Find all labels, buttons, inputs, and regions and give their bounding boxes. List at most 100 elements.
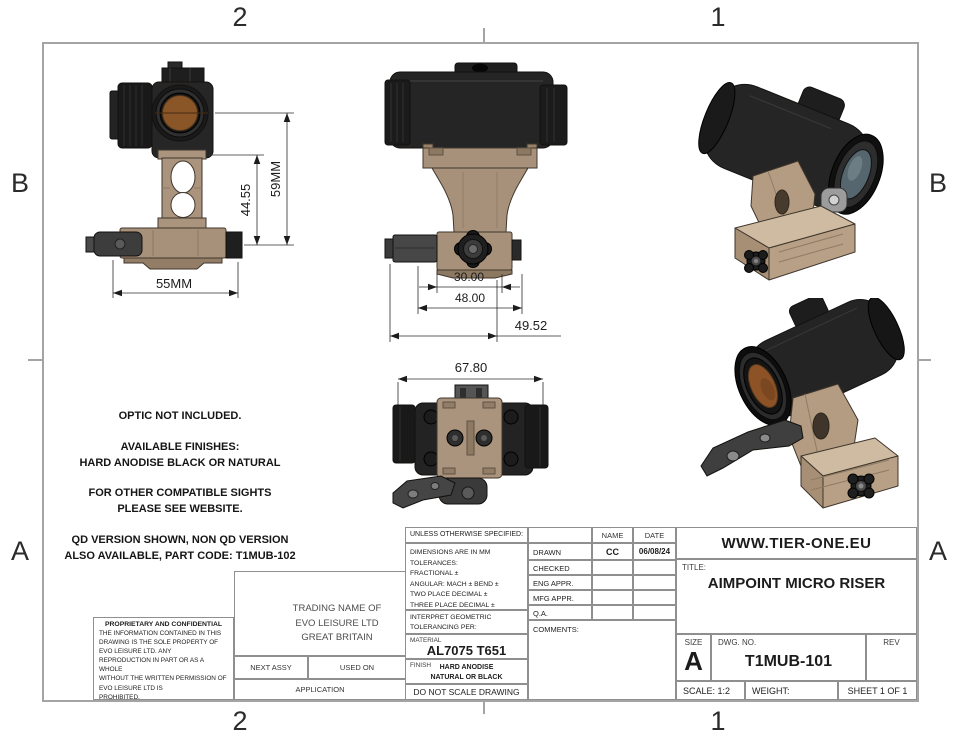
dwg-no-cell: DWG. NO. T1MUB-101	[711, 634, 866, 681]
drawing-border-frame	[42, 42, 919, 702]
side-knob-stack	[117, 82, 153, 149]
svg-text:55MM: 55MM	[156, 276, 192, 291]
dim-side-inner-height: 44.55	[208, 154, 264, 246]
approval-header-name: NAME	[592, 527, 633, 543]
rev-cell: REV	[866, 634, 917, 681]
approval-header-blank	[528, 527, 592, 543]
tolerances-cell: DIMENSIONS ARE IN MM TOLERANCES: FRACTIO…	[405, 543, 528, 610]
size-label: SIZE	[684, 638, 703, 647]
approval-row-mfg-label: MFG APPR.	[528, 590, 592, 605]
approval-row-mfg-date	[633, 590, 676, 605]
title-label: TITLE:	[682, 563, 707, 572]
isometric-front-view-drawing	[700, 298, 905, 509]
dim-front-rail-width: 30.00	[419, 270, 520, 293]
svg-text:48.00: 48.00	[455, 291, 485, 305]
note-qd-version-2: ALSO AVAILABLE, PART CODE: T1MUB-102	[64, 550, 296, 562]
unless-otherwise-header: UNLESS OTHERWISE SPECIFIED:	[405, 527, 528, 543]
top-mount-plate	[436, 397, 503, 479]
note-qd-version-1: QD VERSION SHOWN, NON QD VERSION	[71, 534, 289, 546]
zone-label-top-1: 1	[710, 2, 726, 32]
sheet-cell: SHEET 1 OF 1	[838, 681, 917, 700]
approval-row-checked-name	[592, 560, 633, 575]
iso2-sight-tube	[734, 298, 905, 426]
iso1-front-cap	[698, 82, 736, 155]
note-compatible-1: FOR OTHER COMPATIBLE SIGHTS	[88, 487, 272, 499]
side-view-drawing: 44.55 59MM 55MM	[85, 61, 294, 298]
application-cell: APPLICATION	[234, 679, 406, 700]
rev-label: REV	[883, 638, 900, 647]
trading-name-cell: TRADING NAME OF EVO LEISURE LTD GREAT BR…	[234, 571, 406, 656]
next-assy-cell: NEXT ASSY	[234, 656, 308, 679]
zone-tick-right	[917, 359, 931, 361]
proprietary-body: THE INFORMATION CONTAINED IN THIS DRAWIN…	[99, 630, 227, 701]
front-clamp-knob	[454, 230, 492, 268]
dim-side-overall-height: 59MM	[215, 112, 294, 246]
tolerance-line: THREE PLACE DECIMAL ±	[410, 601, 495, 609]
svg-text:49.52: 49.52	[515, 318, 548, 333]
svg-text:59MM: 59MM	[268, 161, 283, 197]
front-view-drawing: 30.00 48.00 49.52	[384, 62, 568, 342]
approval-row-eng-label: ENG APPR.	[528, 575, 592, 590]
front-riser	[422, 143, 538, 233]
zone-label-top-2: 2	[232, 2, 248, 32]
top-left-cap	[392, 404, 416, 464]
iso2-base	[800, 437, 899, 509]
zone-label-bottom-2: 2	[232, 706, 248, 736]
size-cell: SIZE A	[676, 634, 711, 681]
front-sight-body	[384, 62, 568, 149]
comments-cell: COMMENTS:	[528, 620, 676, 700]
used-on-cell: USED ON	[308, 656, 406, 679]
zone-label-left-a: A	[10, 536, 29, 566]
isometric-rear-view-drawing	[698, 82, 884, 281]
approval-row-checked-date	[633, 560, 676, 575]
material-cell: MATERIAL AL7075 T651	[405, 634, 528, 659]
zone-tick-bottom	[483, 700, 485, 714]
zone-tick-top	[483, 28, 485, 42]
finish-value: HARD ANODISE NATURAL OR BLACK	[430, 664, 503, 682]
iso1-clamp-knob	[744, 250, 768, 273]
size-value: A	[684, 646, 703, 676]
side-clamp-nut	[225, 231, 243, 259]
top-view-drawing: 67.80	[392, 360, 549, 509]
material-value: AL7075 T651	[426, 643, 507, 658]
do-not-scale-cell: DO NOT SCALE DRAWING	[405, 684, 528, 700]
top-qd-lever	[392, 475, 488, 509]
iso2-qd-lever	[700, 419, 804, 477]
dim-front-clamp-width: 48.00	[417, 266, 523, 314]
tolerance-line: DIMENSIONS ARE IN MM	[410, 549, 491, 556]
dim-front-overall-width: 49.52	[389, 264, 561, 342]
scale-cell: SCALE: 1:2	[676, 681, 745, 700]
note-finishes-2: HARD ANODISE BLACK OR NATURAL	[79, 457, 281, 469]
title-cell: TITLE: AIMPOINT MICRO RISER	[676, 559, 917, 634]
iso2-clamp-knob	[847, 473, 875, 499]
front-base-clamp	[384, 230, 522, 279]
side-riser-hole-lower	[170, 192, 196, 218]
trading-name-text: TRADING NAME OF EVO LEISURE LTD GREAT BR…	[292, 603, 382, 644]
tolerance-line: FRACTIONAL ±	[410, 570, 459, 577]
zone-label-bottom-1: 1	[710, 706, 726, 736]
side-riser	[157, 149, 207, 229]
tolerance-line: TWO PLACE DECIMAL ±	[410, 591, 488, 598]
side-top-rail	[161, 61, 205, 83]
approval-header-date: DATE	[633, 527, 676, 543]
approval-row-mfg-name	[592, 590, 633, 605]
note-optic: OPTIC NOT INCLUDED.	[118, 410, 242, 422]
interpret-geometric-cell: INTERPRET GEOMETRIC TOLERANCING PER:	[405, 610, 528, 634]
iso1-base	[734, 205, 856, 281]
zone-label-left-b: B	[10, 168, 29, 198]
svg-text:67.80: 67.80	[455, 360, 488, 375]
zone-label-right-a: A	[928, 536, 947, 566]
weight-cell: WEIGHT:	[745, 681, 838, 700]
website-cell: WWW.TIER-ONE.EU	[676, 527, 917, 559]
top-right-cap	[524, 404, 549, 469]
approval-row-drawn-label: DRAWN	[528, 543, 592, 560]
approval-row-drawn-name: CC	[592, 543, 633, 560]
finish-label: FINISH	[410, 662, 431, 669]
approval-row-checked-label: CHECKED	[528, 560, 592, 575]
approval-row-drawn-date: 06/08/24	[633, 543, 676, 560]
proprietary-heading: PROPRIETARY AND CONFIDENTIAL	[104, 621, 223, 628]
tolerance-line: TOLERANCES:	[410, 559, 458, 567]
side-base-clamp	[85, 227, 243, 270]
approval-row-eng-date	[633, 575, 676, 590]
